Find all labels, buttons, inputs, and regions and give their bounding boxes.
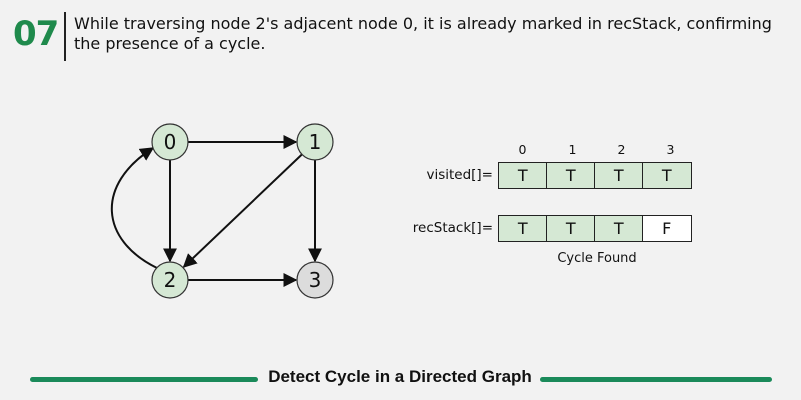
index-label: 3 — [666, 142, 675, 157]
step-number: 07 — [13, 14, 59, 54]
visited-array-label: visited[]= — [426, 167, 493, 183]
footer-line-left — [30, 377, 258, 382]
node-label: 2 — [164, 268, 177, 292]
footer-title: Detect Cycle in a Directed Graph — [268, 367, 532, 386]
recstack-cell: T — [498, 215, 548, 242]
visited-cell: T — [594, 162, 644, 189]
graph-node-1: 1 — [296, 123, 334, 161]
step-divider — [64, 12, 66, 61]
edge-2-to-0 — [110, 147, 158, 269]
recstack-cell: T — [594, 215, 644, 242]
recstack-array: T T T F — [498, 215, 692, 242]
graph-node-2: 2 — [151, 261, 189, 299]
node-label: 1 — [309, 130, 322, 154]
node-circle — [296, 261, 334, 299]
graph-node-0: 0 — [151, 123, 189, 161]
visited-cell: T — [498, 162, 548, 189]
visited-array: T T T T — [498, 162, 692, 189]
graph-node-3: 3 — [296, 261, 334, 299]
recstack-cell: F — [642, 215, 692, 242]
visited-cell: T — [546, 162, 596, 189]
recstack-array-label: recStack[]= — [412, 220, 493, 236]
recstack-cell: T — [546, 215, 596, 242]
index-label: 2 — [617, 142, 626, 157]
footer-line-right — [540, 377, 772, 382]
cycle-found-caption: Cycle Found — [557, 251, 637, 266]
visited-cell: T — [642, 162, 692, 189]
node-label: 0 — [164, 130, 177, 154]
step-description: While traversing node 2's adjacent node … — [74, 14, 772, 53]
node-circle — [296, 123, 334, 161]
index-label: 1 — [568, 142, 577, 157]
edge-1-to-2 — [182, 153, 303, 268]
node-label: 3 — [309, 268, 322, 292]
node-circle — [151, 123, 189, 161]
index-label: 0 — [518, 142, 527, 157]
node-circle — [151, 261, 189, 299]
